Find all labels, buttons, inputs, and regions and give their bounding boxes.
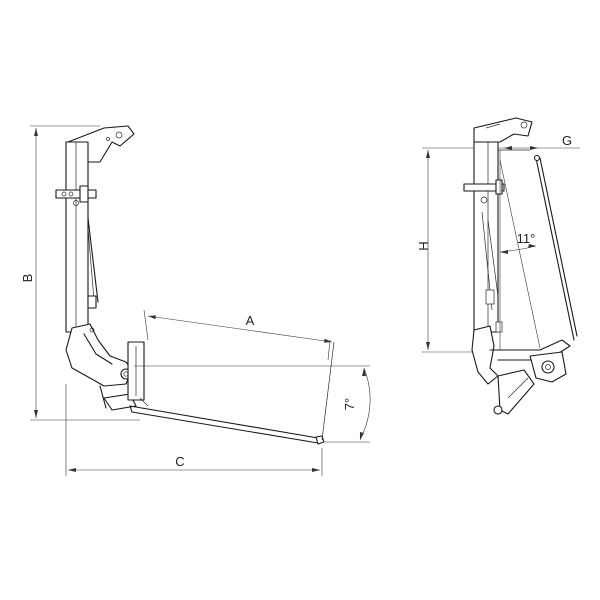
right-column [463,141,505,333]
label-g: G [562,133,572,148]
label-7deg: 7° [342,398,357,410]
vertical-column [55,141,99,333]
dimension-g: G [500,133,580,150]
right-lower-mechanism [471,325,571,415]
dimension-b: B [20,125,140,421]
angle-7deg: 7° [134,365,371,443]
label-b: B [20,274,35,283]
platform [127,341,325,445]
label-11deg: 11° [517,231,536,246]
right-platform [498,149,578,341]
dimension-a: A [143,309,335,441]
label-h: H [416,241,431,250]
label-a: A [246,313,255,328]
top-bracket [473,117,533,143]
lower-mechanism [65,323,137,411]
right-view: H G [416,117,580,415]
angle-11deg: 11° [499,150,541,350]
label-c: C [175,454,184,469]
left-view: B [20,125,371,476]
dimension-c: C [65,384,323,476]
